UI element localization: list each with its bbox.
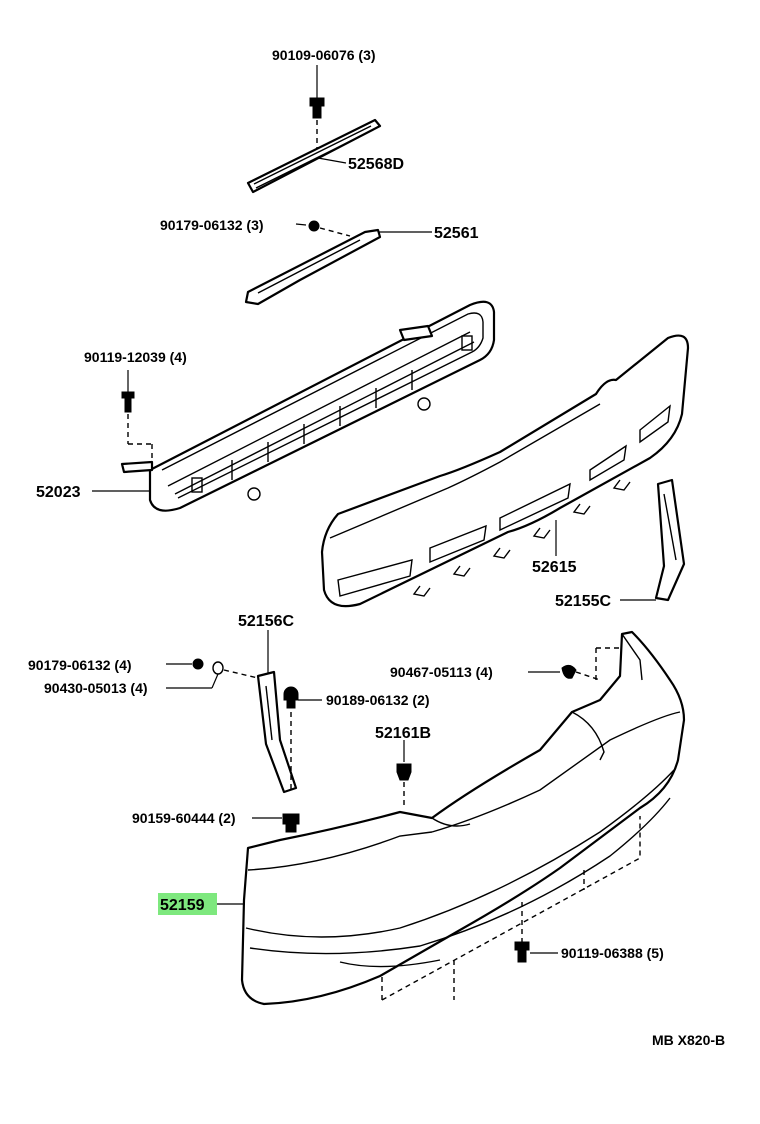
bolt-90119-06388[interactable]: [514, 941, 558, 963]
label-52159[interactable]: 52159: [160, 897, 205, 914]
part-52561[interactable]: [244, 228, 432, 306]
part-52568D[interactable]: [246, 118, 382, 194]
label-90189-06132: 90189-06132 (2): [326, 692, 430, 708]
label-90179-06132-4: 90179-06132 (4): [28, 657, 132, 673]
bolt-90109-06076[interactable]: [309, 65, 325, 148]
washer-90430-05013[interactable]: [166, 661, 259, 689]
label-90159-60444: 90159-60444 (2): [132, 810, 236, 826]
label-90179-06132-3: 90179-06132 (3): [160, 217, 264, 233]
part-52155C[interactable]: [620, 478, 686, 602]
part-52023[interactable]: [92, 300, 496, 512]
label-52561: 52561: [434, 225, 479, 242]
clip-52161B[interactable]: [396, 740, 412, 808]
clip-90467-05113[interactable]: [528, 647, 620, 681]
part-52615[interactable]: [320, 334, 690, 608]
dashed-guide-lines: [381, 816, 641, 1001]
label-90430-05013: 90430-05013 (4): [44, 680, 148, 696]
highlight-52159: [158, 893, 217, 915]
screw-90159-60444[interactable]: [252, 813, 300, 833]
label-52156C: 52156C: [238, 613, 294, 630]
part-52159[interactable]: [216, 630, 686, 1006]
label-52568D: 52568D: [348, 156, 404, 173]
label-52615: 52615: [532, 559, 577, 576]
bolt-90119-12039[interactable]: [121, 370, 153, 462]
diagram-code: MB X820-B: [652, 1032, 725, 1048]
nut-90179-06132-left[interactable]: [166, 658, 204, 670]
label-52155C: 52155C: [555, 593, 611, 610]
clip-90189-06132[interactable]: [283, 686, 322, 790]
label-90467-05113: 90467-05113 (4): [390, 664, 493, 680]
label-52023: 52023: [36, 484, 81, 501]
label-90119-06388: 90119-06388 (5): [561, 945, 664, 961]
label-52161B: 52161B: [375, 725, 431, 742]
part-52156C[interactable]: [256, 630, 298, 794]
label-90109-06076: 90109-06076 (3): [272, 47, 376, 63]
label-90119-12039: 90119-12039 (4): [84, 349, 187, 365]
nut-90179-06132-top[interactable]: [295, 220, 351, 237]
